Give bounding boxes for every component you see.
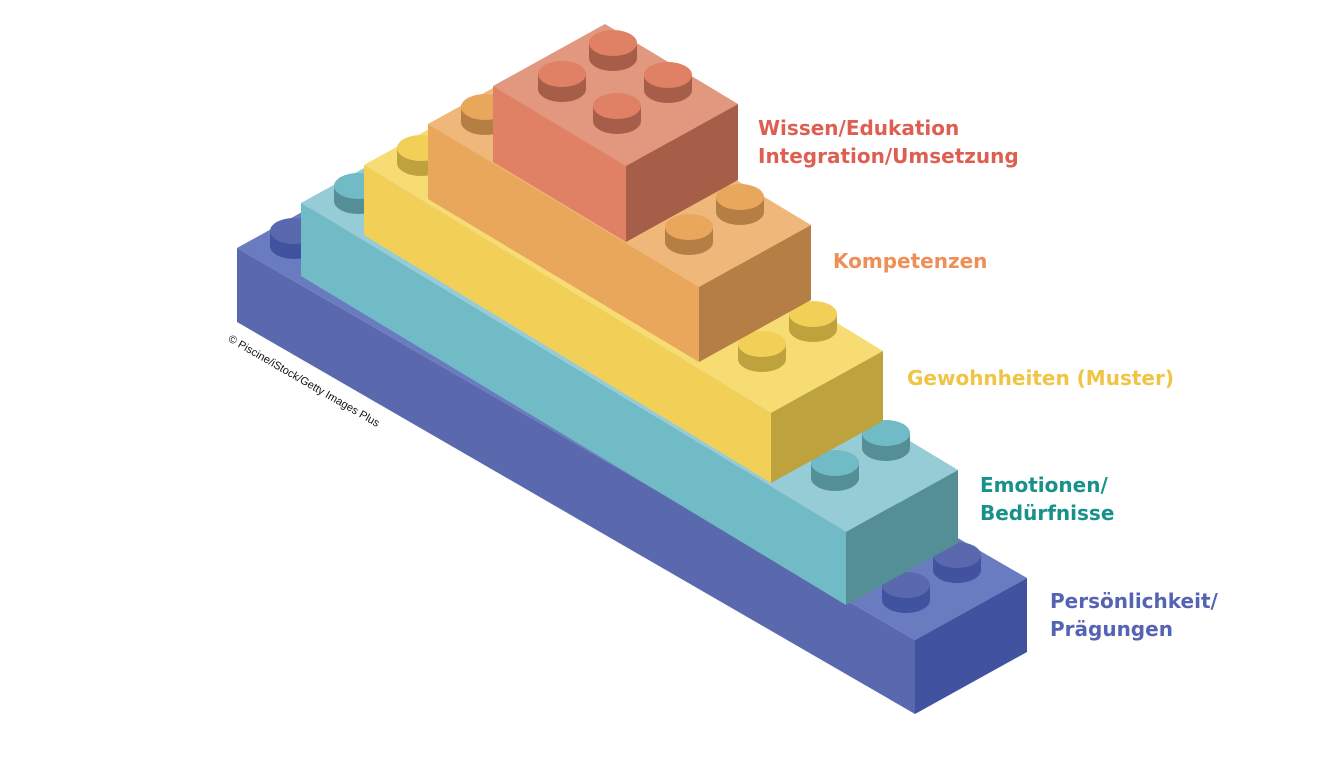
brick-emotions-stud-2 [862, 420, 910, 461]
label-knowledge: Wissen/Edukation Integration/Umsetzung [758, 114, 1019, 170]
label-personality-line1: Persönlichkeit/ [1050, 589, 1218, 613]
brick-competencies-stud-1 [665, 214, 713, 255]
brick-competencies-stud-2 [716, 184, 764, 225]
brick-knowledge-stud-1 [593, 93, 641, 134]
label-competencies-line1: Kompetenzen [833, 249, 988, 273]
brick-emotions-front-face [301, 203, 846, 605]
label-competencies: Kompetenzen [833, 247, 987, 275]
label-emotions: Emotionen/ Bedürfnisse [980, 471, 1114, 527]
brick-competencies-front-face [428, 124, 699, 362]
label-knowledge-line2: Integration/Umsetzung [758, 144, 1019, 168]
brick-knowledge-front-face [493, 86, 626, 242]
brick-habits-front-face [364, 165, 771, 483]
label-personality-line2: Prägungen [1050, 617, 1173, 641]
brick-emotions-stud-1 [811, 450, 859, 491]
brick-personality-side-face [915, 578, 1027, 714]
brick-competencies-side-face [699, 225, 811, 362]
label-personality: Persönlichkeit/ Prägungen [1050, 587, 1218, 643]
brick-emotions-side-face [846, 470, 958, 605]
brick-knowledge-side-face [626, 104, 738, 242]
label-knowledge-line1: Wissen/Edukation [758, 116, 960, 140]
label-emotions-line1: Emotionen/ [980, 473, 1108, 497]
brick-personality-stud-1 [882, 572, 930, 613]
brick-knowledge-stud-4 [589, 30, 637, 71]
brick-habits-stud-2 [789, 301, 837, 342]
brick-personality-front-face [237, 248, 915, 714]
label-habits-line1: Gewohnheiten (Muster) [907, 366, 1174, 390]
label-emotions-line2: Bedürfnisse [980, 501, 1115, 525]
brick-knowledge-stud-3 [538, 61, 586, 102]
brick-habits-side-face [771, 351, 883, 483]
brick-habits-stud-1 [738, 331, 786, 372]
brick-knowledge-stud-2 [644, 62, 692, 103]
label-habits: Gewohnheiten (Muster) [907, 364, 1174, 392]
